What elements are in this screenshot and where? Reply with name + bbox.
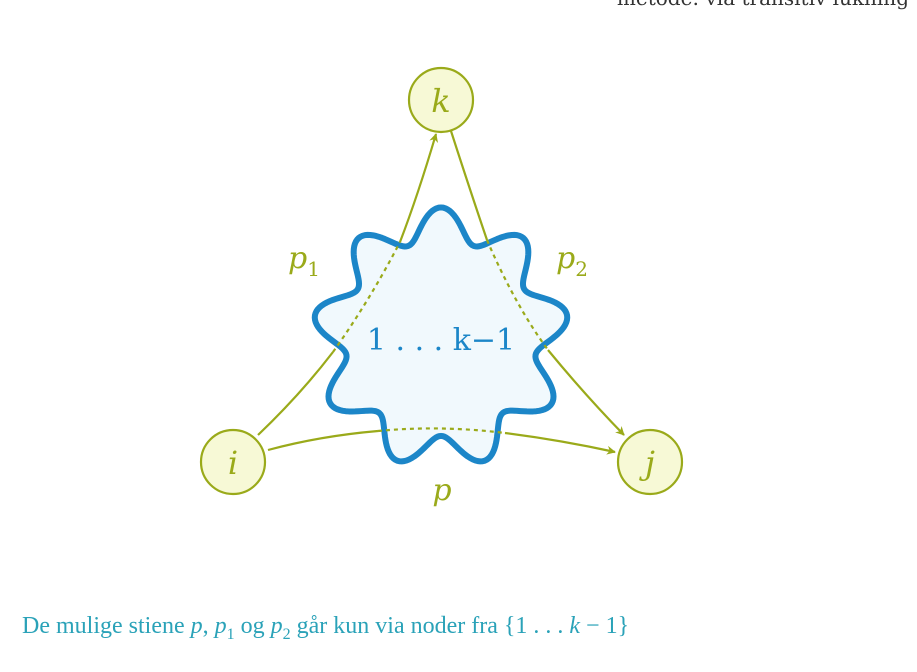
edge-p2 bbox=[449, 130, 625, 436]
node-k: k bbox=[407, 66, 475, 134]
caption: De mulige stiene p, p1 og p2 går kun via… bbox=[22, 613, 629, 644]
node-i-label: i bbox=[228, 444, 238, 482]
node-j: j bbox=[616, 428, 684, 496]
caption-part3: − 1} bbox=[580, 613, 630, 639]
edge-label-p2-base: p bbox=[556, 241, 575, 276]
region-label: 1 . . . k−1 bbox=[367, 323, 515, 358]
caption-comma: , bbox=[202, 613, 215, 639]
caption-og: og bbox=[234, 613, 271, 639]
caption-p1-sub: 1 bbox=[226, 625, 235, 643]
caption-p: p bbox=[190, 613, 203, 639]
edge-label-p2: p2 bbox=[556, 241, 588, 281]
edge-label-p1: p1 bbox=[288, 241, 320, 281]
node-k-label: k bbox=[431, 82, 450, 120]
edge-p bbox=[267, 427, 616, 455]
intermediate-nodes-region bbox=[311, 204, 571, 465]
caption-p2-base: p bbox=[270, 613, 283, 639]
path-diagram: k i j 1 . . . k−1 p1 p2 p bbox=[199, 66, 684, 508]
caption-k: k bbox=[569, 613, 581, 639]
caption-p1-base: p bbox=[214, 613, 227, 639]
edge-label-p: p bbox=[432, 473, 451, 508]
edge-label-p1-base: p bbox=[288, 241, 307, 276]
header-title-clipped: metode: via transitiv lukning bbox=[617, 0, 909, 10]
caption-part2: går kun via noder fra {1 . . . bbox=[290, 613, 570, 639]
caption-part1: De mulige stiene bbox=[22, 613, 191, 639]
caption-p2-sub: 2 bbox=[282, 625, 291, 643]
edge-label-p1-sub: 1 bbox=[307, 257, 320, 281]
edge-label-p2-sub: 2 bbox=[575, 257, 588, 281]
node-i: i bbox=[199, 428, 267, 496]
edge-p1 bbox=[257, 133, 439, 436]
